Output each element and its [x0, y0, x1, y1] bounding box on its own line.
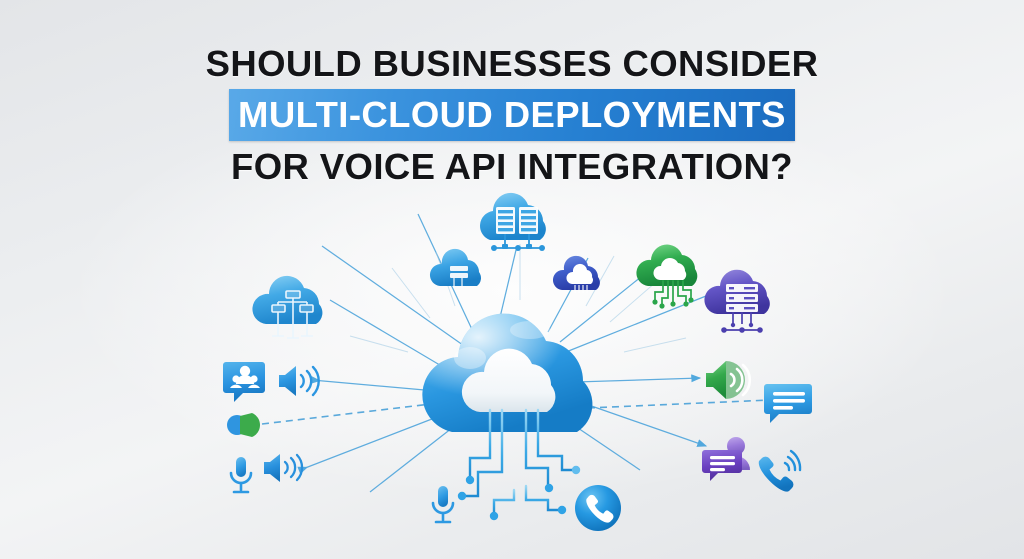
speaker-small-green[interactable] [226, 411, 264, 439]
central-cloud[interactable] [398, 300, 628, 540]
central-cloud-traces [462, 408, 576, 516]
central-cloud-trace-nodes [457, 465, 581, 521]
speaker-left-upper[interactable] [276, 362, 324, 400]
title-line-2-highlighted: MULTI-CLOUD DEPLOYMENTS [229, 89, 795, 141]
cloud-green-circuit[interactable] [634, 242, 714, 318]
cloud-purple-server[interactable] [702, 266, 788, 348]
title-line-1: SHOULD BUSINESSES CONSIDER [205, 43, 819, 84]
chat-bubble-blue[interactable] [764, 381, 814, 429]
cloud-servers-top[interactable] [474, 190, 564, 276]
microphone-bottom[interactable] [428, 484, 458, 528]
cloud-network-tree[interactable] [250, 272, 336, 354]
user-chat-bubble[interactable] [222, 358, 268, 406]
agent-purple[interactable] [702, 434, 766, 488]
central-cloud-inner [461, 348, 556, 412]
call-button[interactable] [573, 483, 623, 533]
title-line-2-wrap: MULTI-CLOUD DEPLOYMENTS [229, 89, 795, 141]
microphone-left[interactable] [226, 455, 256, 497]
speaker-right-green[interactable] [702, 357, 754, 403]
title-line-3: FOR VOICE API INTEGRATION? [231, 146, 793, 187]
speaker-left-lower[interactable] [262, 450, 306, 486]
phone-ringing[interactable] [754, 449, 802, 497]
cloud-storage-small[interactable] [428, 248, 490, 306]
page-title: SHOULD BUSINESSES CONSIDER MULTI-CLOUD D… [0, 42, 1024, 188]
cloud-indigo[interactable] [551, 254, 609, 308]
